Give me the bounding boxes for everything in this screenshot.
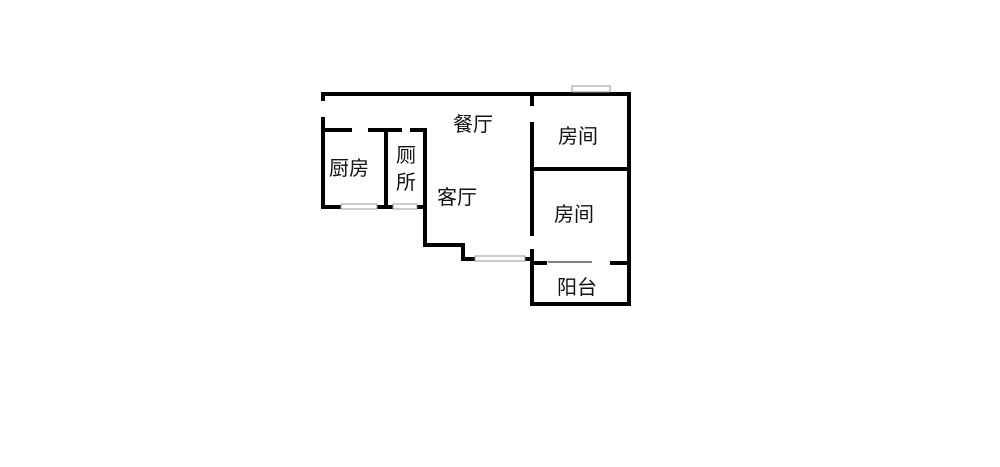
- room-label-dining: 餐厅: [453, 112, 493, 136]
- room-label-toilet-2: 所: [396, 170, 416, 194]
- room-label-bedroom-2: 房间: [554, 202, 594, 226]
- room-label-toilet-1: 厕: [396, 143, 416, 167]
- room-label-balcony: 阳台: [557, 275, 597, 299]
- window-toilet: [392, 203, 418, 210]
- room-label-living: 客厅: [437, 185, 477, 209]
- room-label-kitchen: 厨房: [329, 156, 369, 180]
- room-label-bedroom-1: 房间: [558, 124, 598, 148]
- window-top: [571, 85, 611, 93]
- window-living: [474, 255, 526, 262]
- window-kitchen: [340, 203, 378, 210]
